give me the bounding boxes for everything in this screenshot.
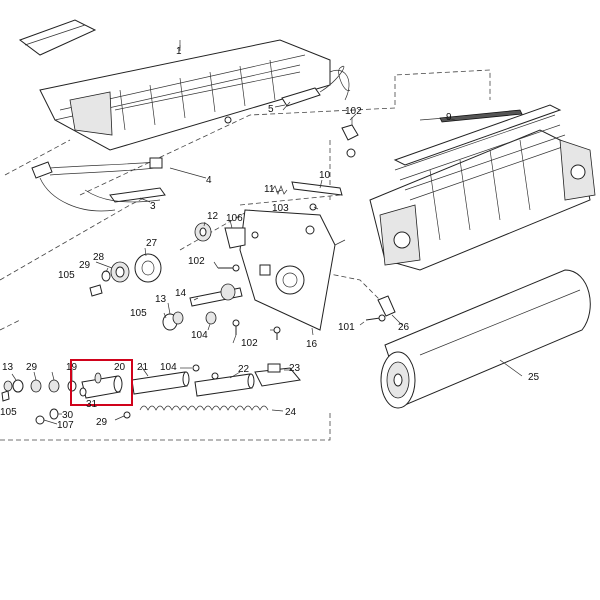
label-105: 105 — [58, 270, 75, 281]
label-105-c: 105 — [0, 407, 17, 418]
label-19: 19 — [66, 362, 78, 373]
part-29-washer — [101, 270, 111, 282]
label-3: 3 — [150, 201, 156, 212]
part-104-screw-b — [192, 364, 200, 372]
part-102-screw-a — [218, 264, 240, 272]
part-28-gear — [110, 261, 130, 283]
label-107: 107 — [57, 420, 74, 431]
label-30: 30 — [62, 410, 74, 421]
highlight-box-part-20 — [70, 359, 133, 406]
label-29: 29 — [79, 260, 91, 271]
part-27-gear — [134, 253, 162, 283]
part-103-screw — [309, 203, 317, 211]
label-21: 21 — [137, 362, 149, 373]
part-16-side-plate — [239, 209, 346, 331]
label-10: 10 — [319, 170, 331, 181]
part-102-screw-b — [232, 319, 240, 335]
part-106-bracket — [224, 227, 246, 249]
part-4-harness — [31, 157, 163, 212]
label-101: 101 — [338, 322, 355, 333]
label-16: 16 — [306, 339, 318, 350]
label-104: 104 — [191, 330, 208, 341]
label-28: 28 — [93, 252, 105, 263]
upper-housing-assembly — [18, 19, 331, 151]
label-13: 13 — [155, 294, 167, 305]
label-104-b: 104 — [160, 362, 177, 373]
part-29-screw-d — [123, 411, 131, 419]
main-frame-assembly — [369, 104, 596, 271]
label-22: 22 — [238, 364, 250, 375]
part-105-gear-b — [162, 311, 184, 331]
label-11: 11 — [264, 184, 275, 195]
label-106: 106 — [226, 213, 243, 224]
part-102-screw-c — [273, 326, 281, 340]
part-22-roller — [194, 372, 255, 397]
part-25-roller — [380, 269, 591, 409]
label-31: 31 — [86, 399, 98, 410]
part-105-clip-c — [1, 390, 10, 402]
label-102-c: 102 — [241, 338, 258, 349]
label-14: 14 — [175, 288, 187, 299]
label-25: 25 — [528, 372, 540, 383]
label-103: 103 — [272, 203, 289, 214]
label-102: 102 — [345, 106, 362, 117]
callout-labels: 1 5 102 9 4 10 11 3 103 12 106 27 28 102… — [0, 46, 540, 431]
part-14-shaft — [189, 283, 243, 307]
label-9: 9 — [446, 112, 452, 123]
part-10-lever — [291, 181, 343, 196]
part-26-actuator — [377, 295, 396, 317]
label-23: 23 — [289, 363, 301, 374]
part-29-bearing-b — [30, 379, 42, 393]
part-12-gear — [194, 222, 212, 242]
label-4: 4 — [206, 175, 212, 186]
label-29-b: 29 — [26, 362, 38, 373]
part-23-bracket — [254, 363, 301, 387]
part-11-spring — [271, 185, 288, 195]
part-20-shaft — [81, 372, 123, 399]
label-20: 20 — [114, 362, 126, 373]
part-21-roller-shaft — [131, 371, 190, 395]
part-5-sensor — [281, 65, 351, 111]
label-24: 24 — [285, 407, 297, 418]
label-12: 12 — [207, 211, 219, 222]
part-13-bearing — [3, 379, 24, 393]
part-104-bushing — [205, 311, 217, 325]
part-31-collar — [79, 387, 87, 397]
label-5: 5 — [268, 104, 274, 115]
label-29-c: 29 — [96, 417, 108, 428]
part-107-screw — [35, 415, 45, 425]
part-3-harness — [84, 187, 166, 203]
part-30-washer — [49, 408, 59, 420]
part-105-clip-a — [89, 284, 103, 297]
part-24-spring — [139, 405, 269, 411]
label-26: 26 — [398, 322, 410, 333]
part-102-top-bracket — [341, 113, 359, 158]
label-1: 1 — [176, 46, 182, 57]
label-105-b: 105 — [130, 308, 147, 319]
leader-lines — [11, 45, 523, 425]
part-29-bearing-c — [48, 379, 60, 393]
label-102-b: 102 — [188, 256, 205, 267]
part-101-screw — [365, 314, 386, 322]
label-13-b: 13 — [2, 362, 14, 373]
label-27: 27 — [146, 238, 158, 249]
